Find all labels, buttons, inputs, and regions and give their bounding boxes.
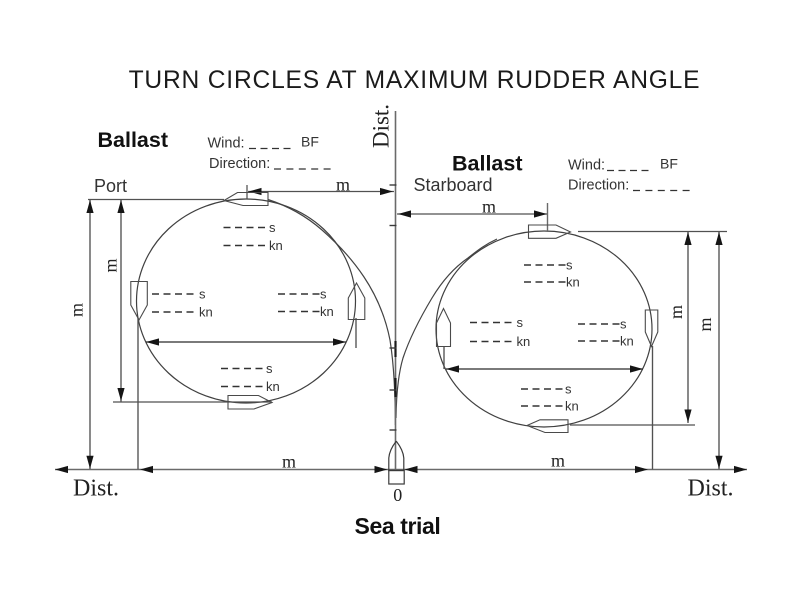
svg-text:m: m bbox=[67, 303, 87, 317]
svg-text:s: s bbox=[269, 220, 276, 235]
svg-text:m: m bbox=[666, 305, 686, 319]
svg-text:Wind:: Wind: bbox=[208, 136, 245, 152]
svg-text:s: s bbox=[565, 382, 572, 397]
svg-text:Direction:: Direction: bbox=[568, 178, 629, 194]
svg-text:Starboard: Starboard bbox=[414, 175, 493, 195]
svg-text:BF: BF bbox=[301, 134, 319, 150]
svg-text:kn: kn bbox=[566, 275, 580, 290]
svg-text:Dist.: Dist. bbox=[73, 476, 119, 502]
svg-text:Sea trial: Sea trial bbox=[355, 513, 441, 539]
svg-text:m: m bbox=[101, 258, 121, 272]
svg-text:s: s bbox=[620, 317, 627, 332]
svg-text:Ballast: Ballast bbox=[98, 128, 169, 152]
svg-text:s: s bbox=[517, 315, 524, 330]
svg-text:kn: kn bbox=[517, 334, 531, 349]
svg-text:Port: Port bbox=[94, 176, 127, 196]
svg-text:s: s bbox=[320, 287, 327, 302]
svg-text:Ballast: Ballast bbox=[452, 152, 523, 176]
svg-text:kn: kn bbox=[565, 399, 579, 414]
svg-text:kn: kn bbox=[199, 305, 213, 320]
svg-text:kn: kn bbox=[620, 334, 634, 349]
svg-text:kn: kn bbox=[266, 379, 280, 394]
svg-text:TURN CIRCLES AT MAXIMUM RUDDER: TURN CIRCLES AT MAXIMUM RUDDER ANGLE bbox=[129, 67, 701, 94]
svg-text:Dist.: Dist. bbox=[369, 104, 394, 148]
svg-text:kn: kn bbox=[320, 304, 334, 319]
svg-text:m: m bbox=[482, 197, 496, 217]
svg-text:kn: kn bbox=[269, 238, 283, 253]
svg-text:BF: BF bbox=[660, 156, 678, 172]
svg-text:s: s bbox=[266, 361, 273, 376]
svg-text:Wind:: Wind: bbox=[568, 158, 605, 174]
svg-text:m: m bbox=[551, 451, 565, 471]
svg-text:Direction:: Direction: bbox=[209, 156, 270, 172]
svg-text:m: m bbox=[695, 317, 715, 331]
svg-text:s: s bbox=[199, 287, 206, 302]
svg-text:Dist.: Dist. bbox=[688, 476, 734, 502]
svg-text:0: 0 bbox=[393, 485, 402, 505]
svg-text:s: s bbox=[566, 258, 573, 273]
svg-text:m: m bbox=[336, 175, 350, 195]
svg-text:m: m bbox=[282, 452, 296, 472]
